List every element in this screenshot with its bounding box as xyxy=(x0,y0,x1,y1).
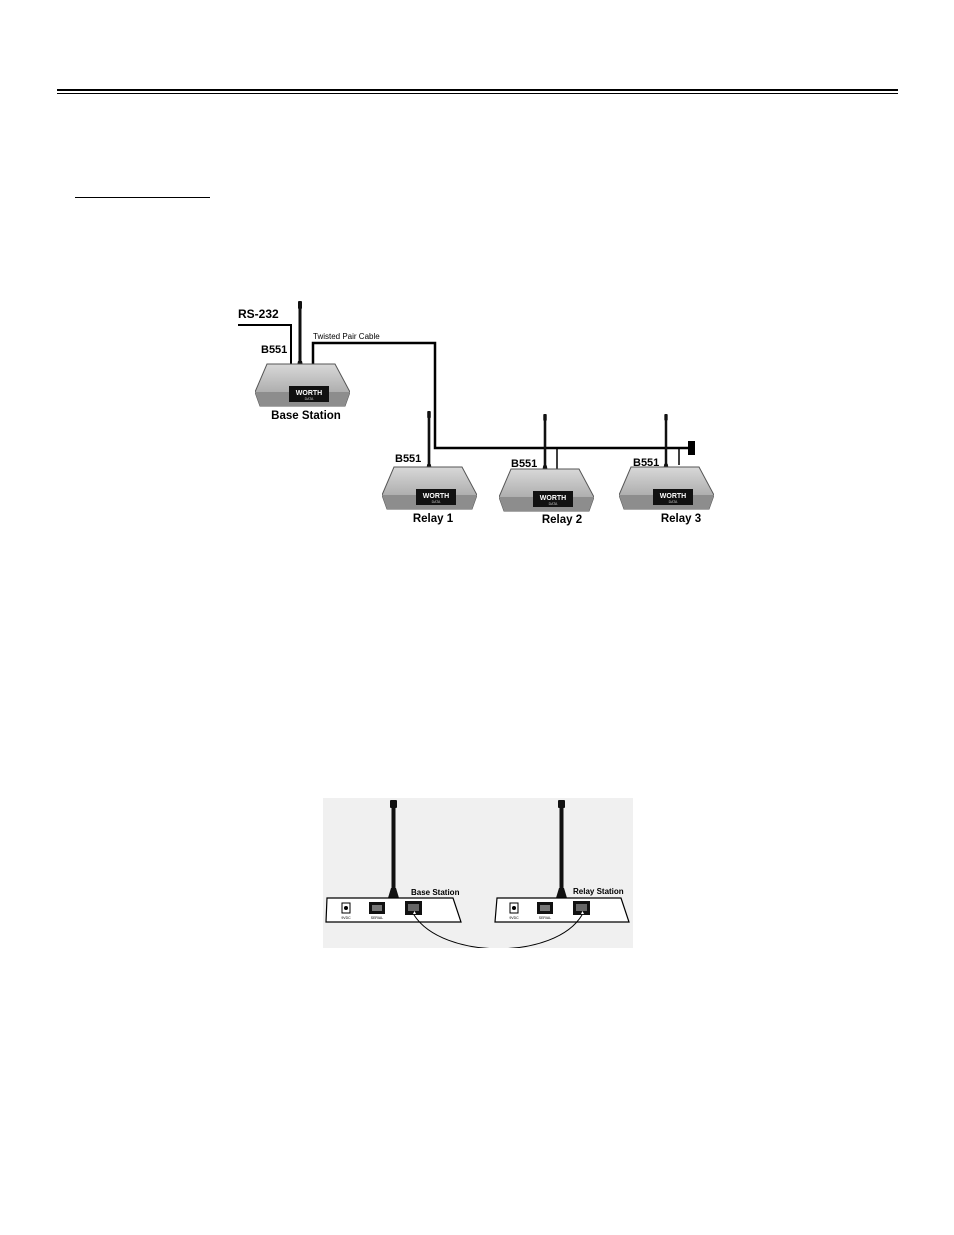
relay3-label: Relay 3 xyxy=(661,513,701,525)
svg-text:SERIAL: SERIAL xyxy=(539,916,552,920)
rs232-label: RS-232 xyxy=(238,307,279,321)
relay2-antenna xyxy=(542,414,549,474)
cable-terminator xyxy=(688,441,695,455)
relay-panel-title: Relay Station xyxy=(573,887,624,896)
svg-text:9VDC: 9VDC xyxy=(341,916,351,920)
network-topology-diagram: WORTH DATA RS-232 Twisted Pair Cable B55… xyxy=(238,300,718,532)
relay2-label: Relay 2 xyxy=(542,514,582,526)
relay2-model-label: B551 xyxy=(511,458,537,470)
base-station-antenna xyxy=(296,301,304,371)
base-model-label: B551 xyxy=(261,344,287,356)
base-station-device xyxy=(255,364,350,406)
base-station-label: Base Station xyxy=(271,410,341,422)
svg-text:SERIAL: SERIAL xyxy=(371,916,384,920)
base-panel-title: Base Station xyxy=(411,888,460,897)
section-heading-underline xyxy=(75,197,210,198)
relay1-device xyxy=(382,467,477,509)
header-rule-thick xyxy=(57,89,898,91)
relay2-device xyxy=(499,469,594,511)
rear-panel-connection-diagram: Base Station 9VDC SERIAL Relay Station 9… xyxy=(323,798,633,948)
cable-label: Twisted Pair Cable xyxy=(313,332,380,341)
relay3-antenna xyxy=(663,414,670,472)
twisted-pair-cable xyxy=(313,343,690,448)
svg-text:9VDC: 9VDC xyxy=(509,916,519,920)
relay1-antenna xyxy=(425,411,432,473)
relay1-label: Relay 1 xyxy=(413,513,454,525)
relay3-device xyxy=(619,467,714,509)
relay1-model-label: B551 xyxy=(395,453,421,465)
header-rule-thin xyxy=(57,93,898,94)
